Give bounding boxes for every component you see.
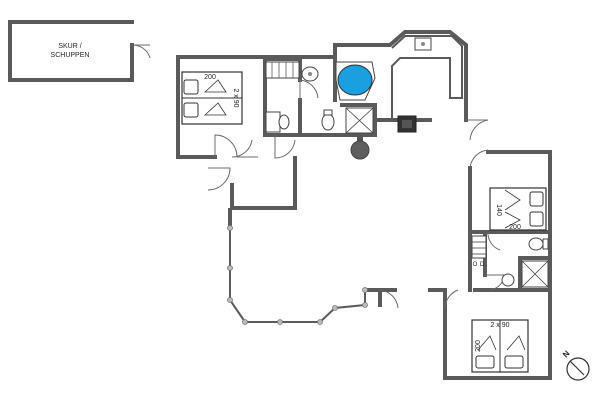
stair-block [265,61,300,79]
post [227,225,233,231]
shed-walls [8,20,134,82]
bedroom-bottom-right: 2 x 90 200 [471,319,529,373]
post [317,319,323,325]
pillow [504,355,524,369]
toilet [528,237,544,251]
blanket-fold [477,335,497,351]
washer-label: O [473,262,478,268]
toilet [321,113,335,131]
kitchen-counter [391,35,463,120]
stove-body [350,140,370,160]
conservatory-outline [229,228,366,323]
door-bedroom-right [469,149,489,169]
bathroom-top [265,66,374,134]
bedroom-right: 140 200 [489,187,547,231]
toilet-tank [542,238,549,250]
pillow [529,211,544,227]
door-bathroom [299,79,319,100]
pillow [475,355,495,369]
door-bedroom-left [214,134,238,158]
exterior-walls [176,30,552,380]
bathroom-right: O D [473,237,549,288]
post [242,319,248,325]
door-bedroom-bottom [444,289,459,309]
sink-drain [308,72,312,76]
shed-label-2: SCHUPPEN [51,52,90,59]
blanket-fold [504,189,521,211]
compass-needle [569,360,585,376]
shed: SKUR / SCHUPPEN [8,20,151,82]
kitchen [397,37,432,133]
door-utility [487,231,501,251]
door-closet [274,135,296,159]
blanket-fold [504,211,521,229]
bed-width-label: 140 [495,204,502,216]
wall-west-bedroom [176,55,217,159]
post [362,287,368,293]
bed-length-label: 200 [475,340,482,352]
dryer-label: D [480,262,485,268]
compass: N [561,349,590,381]
door-south-a [379,289,399,309]
blanket-fold [203,102,227,116]
pillow [529,191,544,207]
post [277,319,283,325]
blanket-fold [506,335,526,351]
wall-east-bedroom [486,150,552,238]
shed-label-1: SKUR / [58,43,81,50]
post [227,265,233,271]
wash-basin [278,114,290,130]
compass-north-label: N [561,349,572,360]
pillow [183,102,199,118]
shower-diag [521,260,549,288]
hot-tub [335,61,376,101]
wood-stove [350,135,370,160]
interior-walls [263,55,552,292]
bed-length-label: 200 [204,74,216,81]
blanket-fold [203,79,227,93]
stair-block [471,235,487,259]
bed-length-label: 200 [509,224,521,231]
post [227,297,233,303]
toilet-tank [323,109,333,116]
conservatory [227,225,368,325]
door-side-entry [207,167,231,191]
post [362,302,368,308]
wall-shower [340,103,377,137]
kitchen-sink-drain [421,42,425,46]
shower-diag [345,107,374,134]
wash-basin [501,273,515,287]
bed-width-label: 2 x 90 [232,88,239,107]
post [332,305,338,311]
doors [207,79,506,309]
door-kitchen-exit [466,119,489,141]
wall-north-bedroom [176,55,267,72]
bed-width-label: 2 x 90 [490,322,509,329]
wall-hall-lower [230,156,297,210]
pillow [183,79,199,95]
door-bedroom-left-b [231,139,258,158]
stairs-top [265,61,300,79]
stove-pipe [357,135,363,141]
shed-door [131,44,151,59]
wall-kitchen [333,30,468,102]
stairs-right [471,235,487,259]
bedroom-top-left: 200 2 x 90 [181,71,243,125]
wall-bedroom-bottom [443,288,552,380]
cabinet [265,111,281,133]
hot-tub-water [337,64,373,96]
stove-door [402,120,412,128]
